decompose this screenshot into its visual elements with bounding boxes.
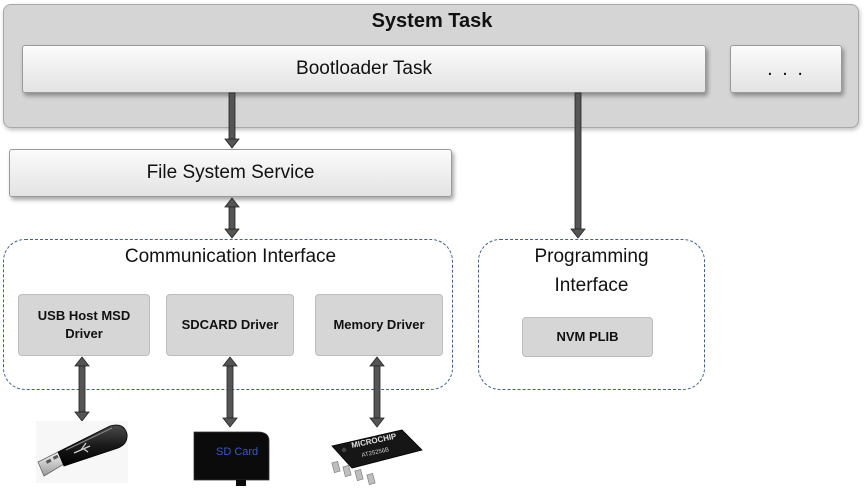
programming-interface-title-line1: Programming	[534, 246, 649, 267]
arrow-usb-driver-device	[74, 356, 90, 422]
usb-flash-drive-image	[36, 421, 128, 483]
programming-interface-group	[478, 239, 705, 390]
usb-driver-label-line1: USB Host MSD	[37, 308, 131, 323]
arrow-sdcard-driver-device	[222, 356, 238, 428]
memory-driver-label: Memory Driver	[333, 317, 425, 332]
nvm-plib-box: NVM PLIB	[522, 317, 653, 357]
sd-card-label: SD Card	[216, 446, 258, 458]
bootloader-task-bar: Bootloader Task	[22, 45, 706, 93]
arrow-bootloader-to-programming	[570, 92, 586, 239]
memory-driver-box: Memory Driver	[315, 294, 443, 356]
sdcard-driver-label: SDCARD Driver	[181, 317, 279, 332]
programming-interface-title-line2: Interface	[554, 275, 629, 296]
usb-driver-label-line2: Driver	[65, 326, 103, 341]
chip-part-label: AT25256B	[361, 447, 390, 459]
usb-host-msd-driver-box: USB Host MSD Driver	[18, 294, 150, 356]
sd-card-image: SD Card	[193, 431, 270, 486]
more-tasks-label: . . .	[767, 57, 805, 80]
bootloader-task-label: Bootloader Task	[296, 58, 432, 79]
arrow-bootloader-to-filesystem	[224, 92, 240, 149]
more-tasks-box: . . .	[730, 45, 842, 93]
arrow-memory-driver-device	[369, 356, 385, 428]
file-system-service-bar: File System Service	[9, 149, 452, 197]
nvm-plib-label: NVM PLIB	[556, 329, 619, 344]
file-system-service-label: File System Service	[146, 162, 315, 183]
memory-chip-image: MICROCHIP AT25256B	[331, 429, 423, 485]
system-task-title: System Task	[371, 10, 493, 32]
programming-interface-title: Programming Interface	[478, 242, 705, 300]
communication-interface-title: Communication Interface	[124, 246, 337, 267]
sdcard-driver-box: SDCARD Driver	[166, 294, 294, 356]
arrow-filesystem-communication	[224, 197, 240, 239]
